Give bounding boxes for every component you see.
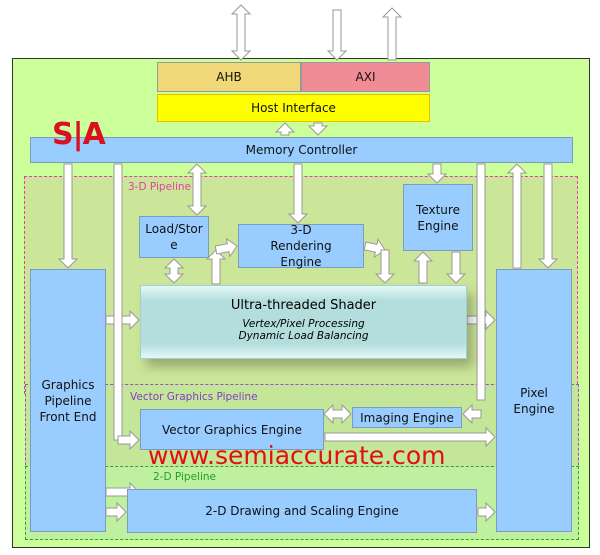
- arrow: [163, 258, 185, 284]
- pixel-engine-block: Pixel Engine: [496, 269, 572, 532]
- arrow: [324, 426, 496, 448]
- arrow: [445, 251, 467, 284]
- label-vector-pipeline: Vector Graphics Pipeline: [130, 391, 258, 403]
- shader-subtitle-2: Dynamic Load Balancing: [238, 330, 369, 342]
- arrow: [287, 163, 309, 224]
- label-3d-pipeline: 3-D Pipeline: [128, 181, 191, 193]
- arrow: [363, 238, 386, 259]
- watermark-text: www.semiaccurate.com: [148, 441, 446, 470]
- arrow: [462, 403, 482, 425]
- label-2d-pipeline: 2-D Pipeline: [153, 471, 216, 483]
- bus-connector: [113, 163, 123, 441]
- shader-title: Ultra-threaded Shader: [230, 298, 377, 313]
- load-store-block: Load/Stor e: [139, 216, 209, 258]
- arrow: [57, 163, 79, 269]
- arrow: [374, 249, 396, 284]
- arrow: [205, 249, 227, 285]
- host-interface-block: Host Interface: [157, 94, 430, 122]
- arrow: [537, 163, 559, 269]
- arrow: [326, 9, 348, 61]
- arrow: [506, 163, 528, 269]
- shader-subtitle-1: Vertex/Pixel Processing: [242, 318, 365, 330]
- graphics-front-end-block: Graphics Pipeline Front End: [30, 269, 106, 532]
- bus-connector: [476, 163, 486, 401]
- ultra-threaded-shader-block: Ultra-threaded Shader Vertex/Pixel Proce…: [140, 285, 467, 359]
- ahb-block: AHB: [157, 62, 301, 92]
- arrow: [105, 501, 127, 523]
- arrow: [477, 501, 496, 523]
- arrow: [323, 403, 352, 425]
- arrow: [230, 4, 252, 61]
- arrow: [214, 237, 238, 258]
- vector-graphics-engine-block: Vector Graphics Engine: [140, 409, 324, 450]
- imaging-engine-block: Imaging Engine: [352, 407, 462, 428]
- 2d-drawing-scaling-engine-block: 2-D Drawing and Scaling Engine: [127, 489, 477, 533]
- arrow: [274, 122, 296, 136]
- arrow: [186, 163, 208, 216]
- arrow: [117, 429, 140, 451]
- arrow: [307, 122, 329, 136]
- 3d-rendering-engine-block: 3-D Rendering Engine: [238, 223, 364, 269]
- texture-engine-block: Texture Engine: [403, 184, 473, 251]
- sa-logo: S|A: [52, 117, 106, 152]
- memory-controller-block: Memory Controller: [30, 137, 573, 163]
- arrow: [381, 7, 403, 61]
- arrow: [426, 163, 448, 184]
- axi-block: AXI: [301, 62, 430, 92]
- arrow: [412, 251, 434, 284]
